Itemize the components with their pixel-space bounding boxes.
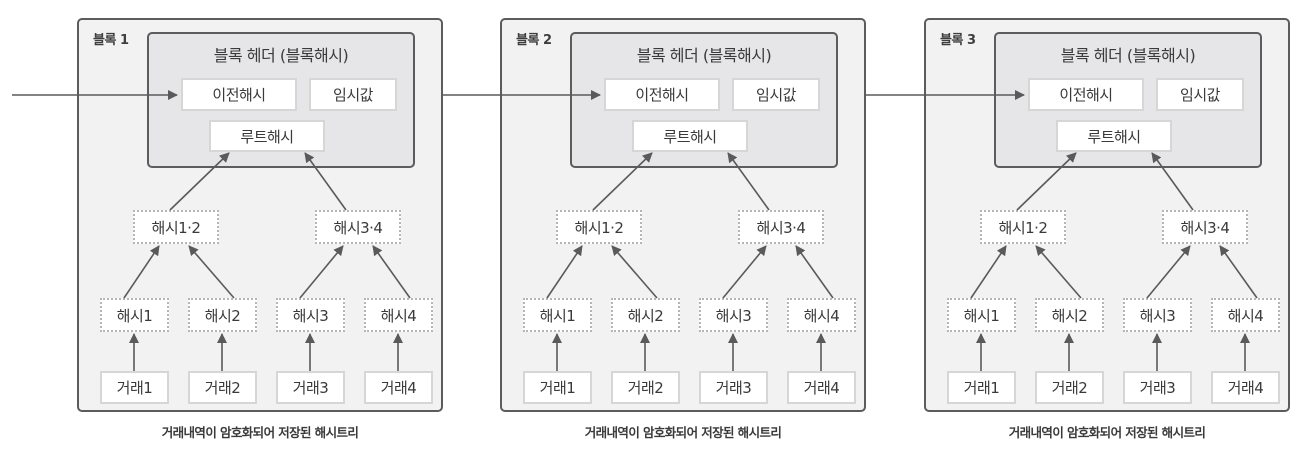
transaction-box: 거래3: [276, 371, 345, 404]
leaf-hash-box: 해시4: [787, 298, 856, 332]
root-hash-box: 루트해시: [1056, 120, 1172, 152]
intermediate-hash-box: 해시1·2: [556, 210, 642, 244]
transaction-box: 거래2: [1035, 371, 1104, 404]
transaction-box: 거래4: [1211, 371, 1280, 404]
leaf-hash-box: 해시1: [523, 298, 592, 332]
transaction-box: 거래4: [787, 371, 856, 404]
leaf-hash-box: 해시1: [100, 298, 169, 332]
nonce-box: 임시값: [309, 78, 397, 111]
hash-tree-caption: 거래내역이 암호화되어 저장된 해시트리: [584, 425, 782, 440]
previous-hash-box: 이전해시: [181, 78, 297, 111]
intermediate-hash-box: 해시3·4: [1162, 210, 1248, 244]
hash-tree-caption: 거래내역이 암호화되어 저장된 해시트리: [1008, 425, 1206, 440]
leaf-hash-box: 해시4: [1211, 298, 1280, 332]
leaf-hash-box: 해시2: [188, 298, 257, 332]
leaf-hash-box: 해시2: [1035, 298, 1104, 332]
block-label: 블록 2: [516, 33, 552, 48]
intermediate-hash-box: 해시3·4: [315, 210, 401, 244]
previous-hash-box: 이전해시: [604, 78, 720, 111]
block-header-title: 블록 헤더 (블록해시): [1060, 46, 1196, 65]
transaction-box: 거래3: [699, 371, 768, 404]
hash-tree-caption: 거래내역이 암호화되어 저장된 해시트리: [161, 425, 359, 440]
transaction-box: 거래1: [947, 371, 1016, 404]
intermediate-hash-box: 해시1·2: [133, 210, 219, 244]
leaf-hash-box: 해시3: [699, 298, 768, 332]
transaction-box: 거래1: [100, 371, 169, 404]
leaf-hash-box: 해시3: [276, 298, 345, 332]
leaf-hash-box: 해시1: [947, 298, 1016, 332]
transaction-box: 거래4: [364, 371, 433, 404]
leaf-hash-box: 해시4: [364, 298, 433, 332]
block-label: 블록 3: [940, 33, 976, 48]
transaction-box: 거래2: [611, 371, 680, 404]
previous-hash-box: 이전해시: [1028, 78, 1144, 111]
intermediate-hash-box: 해시3·4: [738, 210, 824, 244]
transaction-box: 거래2: [188, 371, 257, 404]
transaction-box: 거래3: [1123, 371, 1192, 404]
block-header-title: 블록 헤더 (블록해시): [636, 46, 772, 65]
block-label: 블록 1: [93, 33, 129, 48]
nonce-box: 임시값: [732, 78, 820, 111]
block-header-title: 블록 헤더 (블록해시): [213, 46, 349, 65]
nonce-box: 임시값: [1156, 78, 1244, 111]
transaction-box: 거래1: [523, 371, 592, 404]
leaf-hash-box: 해시3: [1123, 298, 1192, 332]
root-hash-box: 루트해시: [632, 120, 748, 152]
leaf-hash-box: 해시2: [611, 298, 680, 332]
intermediate-hash-box: 해시1·2: [980, 210, 1066, 244]
root-hash-box: 루트해시: [209, 120, 325, 152]
